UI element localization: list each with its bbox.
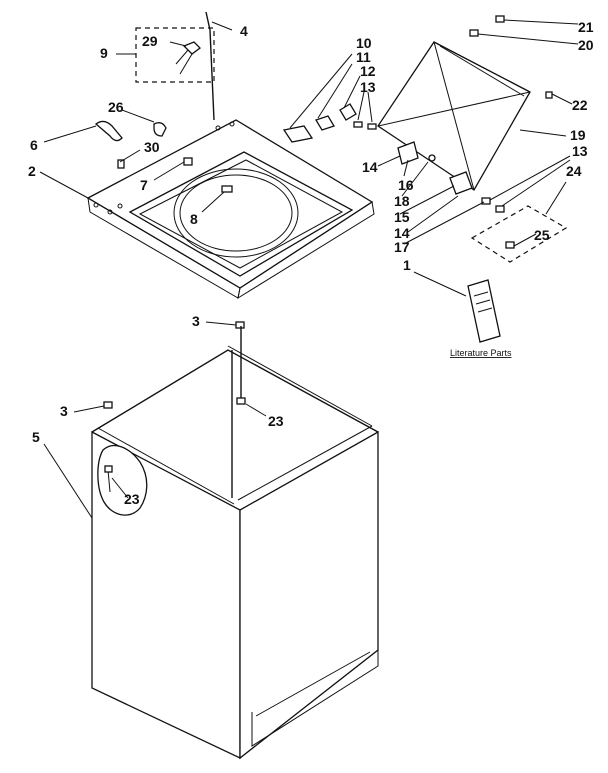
callout-21: 21: [578, 19, 594, 35]
callout-13b: 13: [572, 143, 588, 159]
callout-26: 26: [108, 99, 124, 115]
leader-lines: [39, 19, 579, 519]
callout-15: 15: [394, 209, 410, 225]
callout-17: 17: [394, 239, 410, 255]
callout-labels: 1 2 3 3 4 5 6 7 8 9 10 11 12 13 13 14 14…: [28, 19, 594, 507]
washer-lid: [377, 41, 531, 191]
callout-14a: 14: [362, 159, 378, 175]
callout-25: 25: [534, 227, 550, 243]
callout-16: 16: [398, 177, 414, 193]
callout-8: 8: [190, 211, 198, 227]
callout-13a: 13: [360, 79, 376, 95]
small-parts: [94, 11, 568, 409]
callout-12: 12: [360, 63, 376, 79]
callout-7: 7: [140, 177, 148, 193]
callout-23b: 23: [124, 491, 140, 507]
callout-10: 10: [356, 35, 372, 51]
callout-22: 22: [572, 97, 588, 113]
callout-30: 30: [144, 139, 160, 155]
callout-1: 1: [403, 257, 411, 273]
callout-5: 5: [32, 429, 40, 445]
callout-6: 6: [30, 137, 38, 153]
callout-23a: 23: [268, 413, 284, 429]
callout-14b: 14: [394, 225, 410, 241]
washer-top: [86, 119, 375, 300]
callout-18: 18: [394, 193, 410, 209]
callout-11: 11: [356, 49, 371, 65]
literature-parts-caption: Literature Parts: [450, 348, 512, 358]
callout-2: 2: [28, 163, 36, 179]
cabinet: [91, 345, 379, 760]
callout-24: 24: [566, 163, 582, 179]
callout-19: 19: [570, 127, 586, 143]
callout-3b: 3: [60, 403, 68, 419]
callout-4: 4: [240, 23, 248, 39]
callout-3a: 3: [192, 313, 200, 329]
callout-9: 9: [100, 45, 108, 61]
callout-29: 29: [142, 33, 158, 49]
callout-20: 20: [578, 37, 594, 53]
